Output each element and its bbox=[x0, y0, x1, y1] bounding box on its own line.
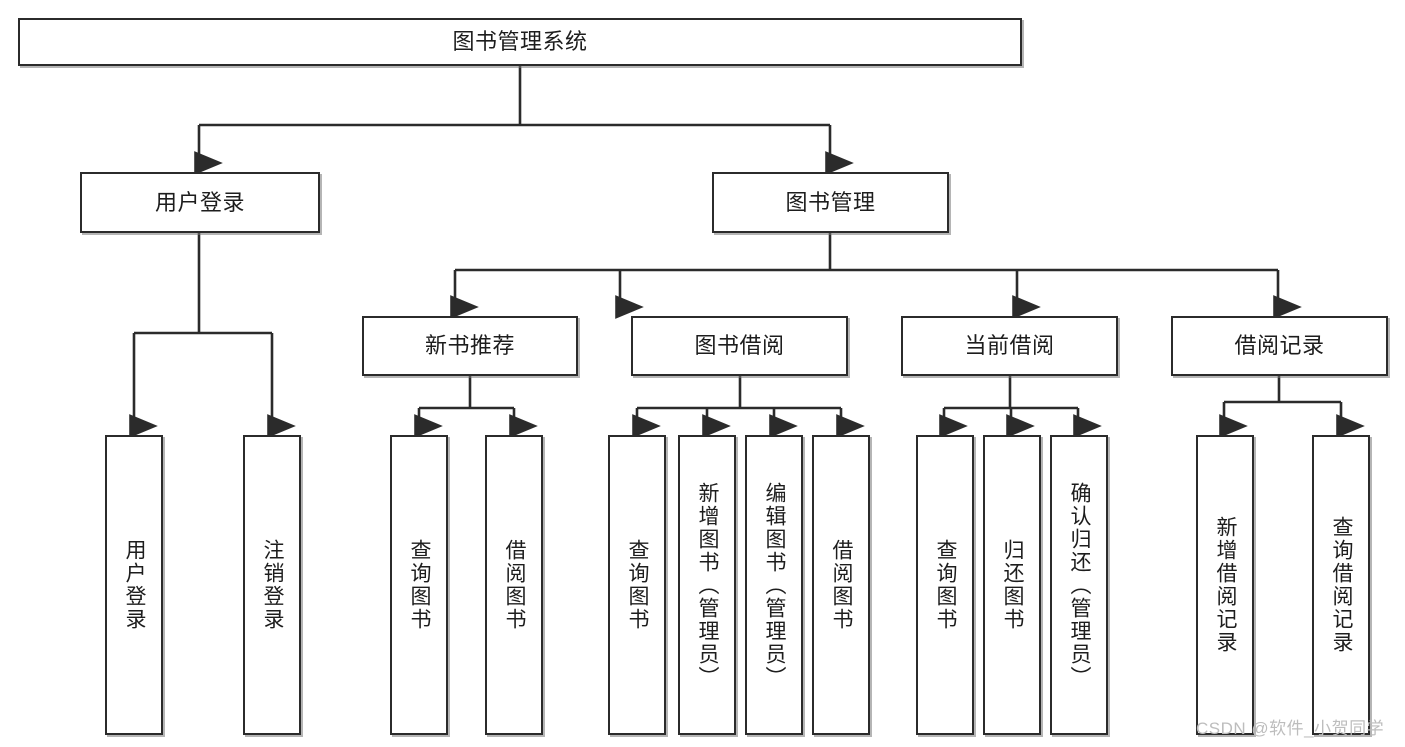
node-label: 查询借阅记录 bbox=[1330, 516, 1354, 654]
node-label: 查询图书 bbox=[626, 539, 650, 631]
node-label: 借阅记录 bbox=[1234, 333, 1325, 359]
node-label: 归还图书 bbox=[1001, 539, 1025, 631]
node-book-management-system[interactable]: 图书管理系统 bbox=[18, 18, 1022, 66]
node-label: 新增图书（管理员） bbox=[696, 481, 720, 689]
leaf-add-book-admin[interactable]: 新增图书（管理员） bbox=[678, 435, 736, 735]
node-label: 当前借阅 bbox=[964, 333, 1055, 359]
leaf-query-book-current[interactable]: 查询图书 bbox=[916, 435, 974, 735]
node-label: 借阅图书 bbox=[503, 539, 527, 631]
node-label: 借阅图书 bbox=[830, 539, 854, 631]
node-label: 查询图书 bbox=[408, 539, 432, 631]
node-label: 查询图书 bbox=[934, 539, 958, 631]
node-label: 确认归还（管理员） bbox=[1068, 481, 1092, 689]
leaf-add-borrow-record[interactable]: 新增借阅记录 bbox=[1196, 435, 1254, 735]
node-label: 图书管理系统 bbox=[452, 29, 588, 55]
node-borrowing-record[interactable]: 借阅记录 bbox=[1171, 316, 1388, 376]
leaf-user-logout[interactable]: 注销登录 bbox=[243, 435, 301, 735]
leaf-confirm-return-admin[interactable]: 确认归还（管理员） bbox=[1050, 435, 1108, 735]
leaf-return-book[interactable]: 归还图书 bbox=[983, 435, 1041, 735]
node-current-borrowing[interactable]: 当前借阅 bbox=[901, 316, 1118, 376]
leaf-query-book-borrowing[interactable]: 查询图书 bbox=[608, 435, 666, 735]
node-label: 编辑图书（管理员） bbox=[763, 481, 787, 689]
node-new-book-recommendation[interactable]: 新书推荐 bbox=[362, 316, 578, 376]
node-label: 新书推荐 bbox=[424, 333, 515, 359]
node-label: 注销登录 bbox=[261, 539, 285, 631]
watermark-text: CSDN @软件_小贺同学 bbox=[1196, 719, 1385, 738]
leaf-borrow-book-borrowing[interactable]: 借阅图书 bbox=[812, 435, 870, 735]
node-label: 新增借阅记录 bbox=[1214, 516, 1238, 654]
node-user-login[interactable]: 用户登录 bbox=[80, 172, 320, 233]
node-book-management[interactable]: 图书管理 bbox=[712, 172, 949, 233]
node-label: 图书借阅 bbox=[694, 333, 785, 359]
node-label: 用户登录 bbox=[154, 189, 245, 215]
node-book-borrowing[interactable]: 图书借阅 bbox=[631, 316, 848, 376]
leaf-borrow-book-new-rec[interactable]: 借阅图书 bbox=[485, 435, 543, 735]
leaf-edit-book-admin[interactable]: 编辑图书（管理员） bbox=[745, 435, 803, 735]
node-label: 图书管理 bbox=[785, 189, 876, 215]
node-label: 用户登录 bbox=[123, 539, 147, 631]
leaf-query-book-new-rec[interactable]: 查询图书 bbox=[390, 435, 448, 735]
leaf-user-login[interactable]: 用户登录 bbox=[105, 435, 163, 735]
leaf-query-borrow-record[interactable]: 查询借阅记录 bbox=[1312, 435, 1370, 735]
